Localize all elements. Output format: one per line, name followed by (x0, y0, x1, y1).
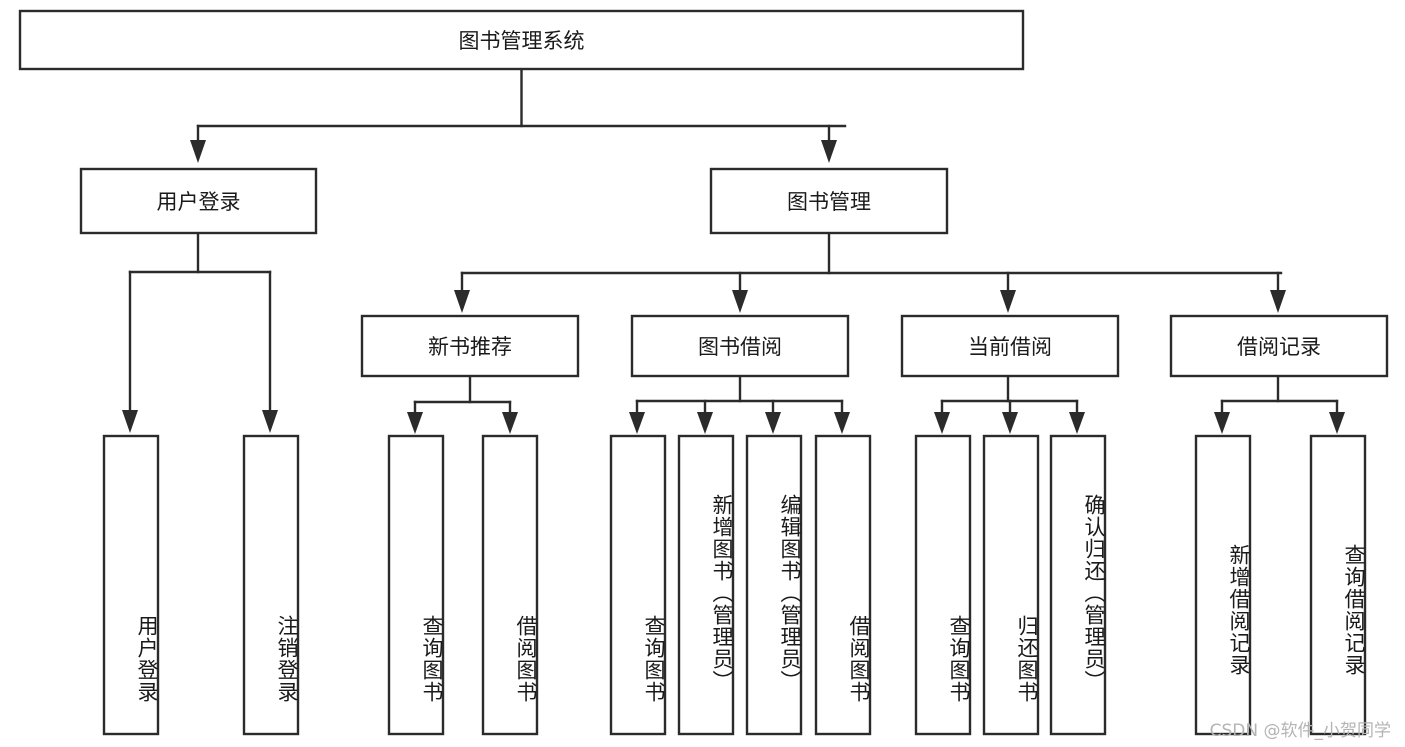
node-box-leaf-borrow-book-2[interactable] (814, 434, 872, 736)
node-box-current-borrow[interactable] (900, 314, 1120, 378)
arrowhead-leaf-edit-book (765, 412, 781, 434)
node-box-book-manage[interactable] (709, 167, 949, 235)
node-box-leaf-borrow-book-1[interactable] (481, 434, 539, 736)
node-box-leaf-user-login[interactable] (102, 434, 160, 736)
node-box-leaf-add-record[interactable] (1194, 434, 1252, 736)
node-box-leaf-logout-login[interactable] (242, 434, 300, 736)
connector-group-new-book-recommend (407, 374, 518, 434)
arrowhead-leaf-return-book (1002, 412, 1018, 434)
arrowhead-leaf-add-book (697, 412, 713, 434)
connector-group-root (190, 68, 847, 163)
connector-group-book-borrow (629, 374, 850, 434)
connector-group-book-manage (454, 231, 1286, 313)
arrowhead-borrow-record (1270, 290, 1286, 313)
connector-group-borrow-record (1214, 374, 1345, 434)
arrowhead-leaf-confirm-return (1069, 412, 1085, 434)
node-box-leaf-return-book[interactable] (982, 434, 1040, 736)
node-box-leaf-query-book-1[interactable] (387, 434, 445, 736)
node-box-leaf-query-book-2[interactable] (609, 434, 667, 736)
arrowhead-book-borrow (732, 290, 748, 313)
node-box-new-book-recommend[interactable] (360, 314, 580, 378)
arrowhead-leaf-borrow-book-1 (502, 412, 518, 434)
node-box-leaf-query-book-3[interactable] (914, 434, 972, 736)
arrowhead-book-manage (821, 140, 837, 163)
node-box-leaf-confirm-return[interactable] (1049, 434, 1107, 736)
arrowhead-leaf-query-book-2 (629, 412, 645, 434)
arrowhead-leaf-add-record (1214, 412, 1230, 434)
arrowhead-leaf-query-book-3 (934, 412, 950, 434)
arrowhead-current-borrow (1000, 290, 1016, 313)
node-box-user-login[interactable] (79, 167, 318, 235)
connector-group-user-login (122, 231, 278, 433)
node-box-borrow-record[interactable] (1169, 314, 1389, 378)
arrowhead-leaf-query-record (1329, 412, 1345, 434)
node-box-leaf-query-record[interactable] (1309, 434, 1367, 736)
arrowhead-leaf-logout-login (262, 410, 278, 433)
node-box-book-borrow[interactable] (630, 314, 850, 378)
connector-group-current-borrow (934, 374, 1085, 434)
arrowhead-leaf-user-login (122, 410, 138, 433)
arrowhead-leaf-borrow-book-2 (834, 412, 850, 434)
arrowhead-new-book-recommend (454, 290, 470, 313)
node-box-root[interactable] (18, 9, 1025, 71)
arrowhead-leaf-query-book-1 (407, 412, 423, 434)
arrowhead-user-login (190, 140, 206, 163)
watermark-text: CSDN @软件_小贺同学 (1209, 721, 1391, 741)
node-box-leaf-edit-book[interactable] (745, 434, 803, 736)
node-box-leaf-add-book[interactable] (677, 434, 735, 736)
